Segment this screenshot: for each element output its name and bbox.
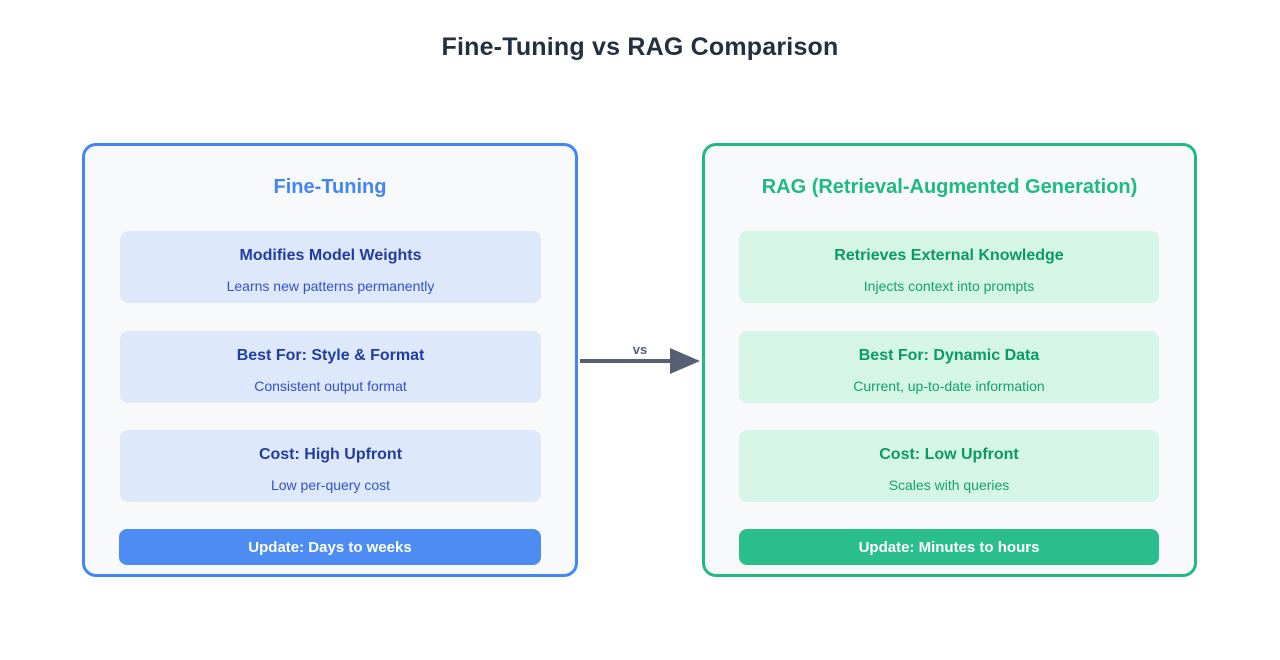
fine-tuning-card-weights: Modifies Model Weights Learns new patter… (120, 231, 541, 303)
card-detail: Scales with queries (888, 476, 1010, 493)
card-detail: Consistent output format (254, 377, 407, 394)
card-detail: Learns new patterns permanently (226, 277, 435, 294)
fine-tuning-update-badge: Update: Days to weeks (119, 529, 541, 565)
card-heading: Retrieves External Knowledge (834, 246, 1064, 264)
card-detail: Injects context into prompts (863, 277, 1035, 294)
card-heading: Modifies Model Weights (239, 246, 422, 264)
fine-tuning-panel: Fine-Tuning Modifies Model Weights Learn… (82, 143, 578, 577)
rag-card-best-for: Best For: Dynamic Data Current, up-to-da… (739, 331, 1159, 403)
vs-connector: vs (580, 342, 700, 388)
diagram-title: Fine-Tuning vs RAG Comparison (441, 33, 839, 61)
rag-update-badge: Update: Minutes to hours (739, 529, 1159, 565)
arrow-head-icon (670, 348, 700, 374)
card-detail: Current, up-to-date information (853, 377, 1045, 394)
card-heading: Best For: Style & Format (236, 346, 425, 364)
card-detail: Low per-query cost (270, 476, 391, 493)
rag-card-cost: Cost: Low Upfront Scales with queries (739, 430, 1159, 502)
fine-tuning-panel-title: Fine-Tuning (273, 176, 387, 198)
fine-tuning-card-best-for: Best For: Style & Format Consistent outp… (120, 331, 541, 403)
card-heading: Best For: Dynamic Data (858, 346, 1040, 364)
rag-panel-title: RAG (Retrieval-Augmented Generation) (761, 176, 1138, 198)
rag-card-knowledge: Retrieves External Knowledge Injects con… (739, 231, 1159, 303)
rag-panel: RAG (Retrieval-Augmented Generation) Ret… (702, 143, 1197, 577)
card-heading: Cost: High Upfront (258, 445, 403, 463)
card-heading: Cost: Low Upfront (879, 445, 1019, 463)
arrow-shaft (580, 359, 676, 363)
fine-tuning-card-cost: Cost: High Upfront Low per-query cost (120, 430, 541, 502)
vs-label: vs (632, 342, 648, 357)
